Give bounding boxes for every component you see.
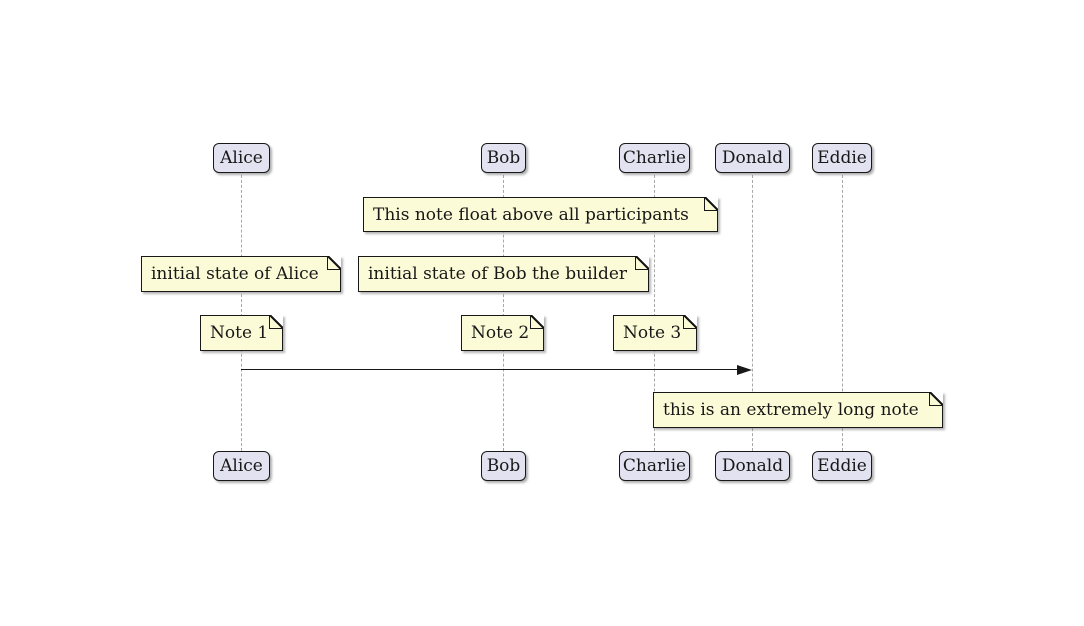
- participant-eddie-top: Eddie: [812, 143, 872, 173]
- note-text: Note 2: [471, 323, 530, 343]
- note-text: initial state of Bob the builder: [368, 264, 628, 284]
- participant-eddie-bottom: Eddie: [812, 451, 872, 481]
- participant-alice-top: Alice: [213, 143, 270, 173]
- participant-bob-top: Bob: [481, 143, 526, 173]
- participant-label: Donald: [721, 455, 784, 476]
- participant-donald-bottom: Donald: [715, 451, 790, 481]
- participant-label: Alice: [220, 455, 263, 476]
- note-2: Note 2: [461, 314, 545, 351]
- note-text: Note 3: [623, 323, 682, 343]
- participant-label: Alice: [220, 147, 263, 168]
- lifeline-charlie: [654, 175, 655, 451]
- participant-label: Charlie: [622, 455, 687, 476]
- participant-label: Charlie: [622, 147, 687, 168]
- participant-label: Donald: [721, 147, 784, 168]
- participant-bob-bottom: Bob: [481, 451, 526, 481]
- participant-alice-bottom: Alice: [213, 451, 270, 481]
- note-extremely-long: this is an extremely long note: [653, 391, 944, 428]
- participant-donald-top: Donald: [715, 143, 790, 173]
- note-text: initial state of Alice: [151, 264, 319, 284]
- arrowhead-icon: [737, 364, 752, 375]
- lifeline-bob: [503, 175, 504, 451]
- lifeline-eddie: [842, 175, 843, 451]
- lifeline-donald: [752, 175, 753, 451]
- note-text: this is an extremely long note: [663, 400, 919, 420]
- message-line-alice-to-donald: [241, 369, 739, 370]
- participant-label: Bob: [486, 147, 521, 168]
- lifeline-alice: [241, 175, 242, 451]
- note-3: Note 3: [613, 314, 698, 351]
- note-text: This note float above all participants: [373, 204, 689, 225]
- participant-charlie-bottom: Charlie: [619, 451, 690, 481]
- note-1: Note 1: [200, 314, 284, 351]
- note-float-above-all: This note float above all participants: [363, 196, 719, 232]
- note-initial-alice: initial state of Alice: [141, 255, 342, 292]
- participant-charlie-top: Charlie: [619, 143, 690, 173]
- note-text: Note 1: [210, 323, 269, 343]
- participant-label: Eddie: [817, 147, 867, 168]
- note-initial-bob: initial state of Bob the builder: [358, 255, 650, 292]
- participant-label: Bob: [486, 455, 521, 476]
- participant-label: Eddie: [817, 455, 867, 476]
